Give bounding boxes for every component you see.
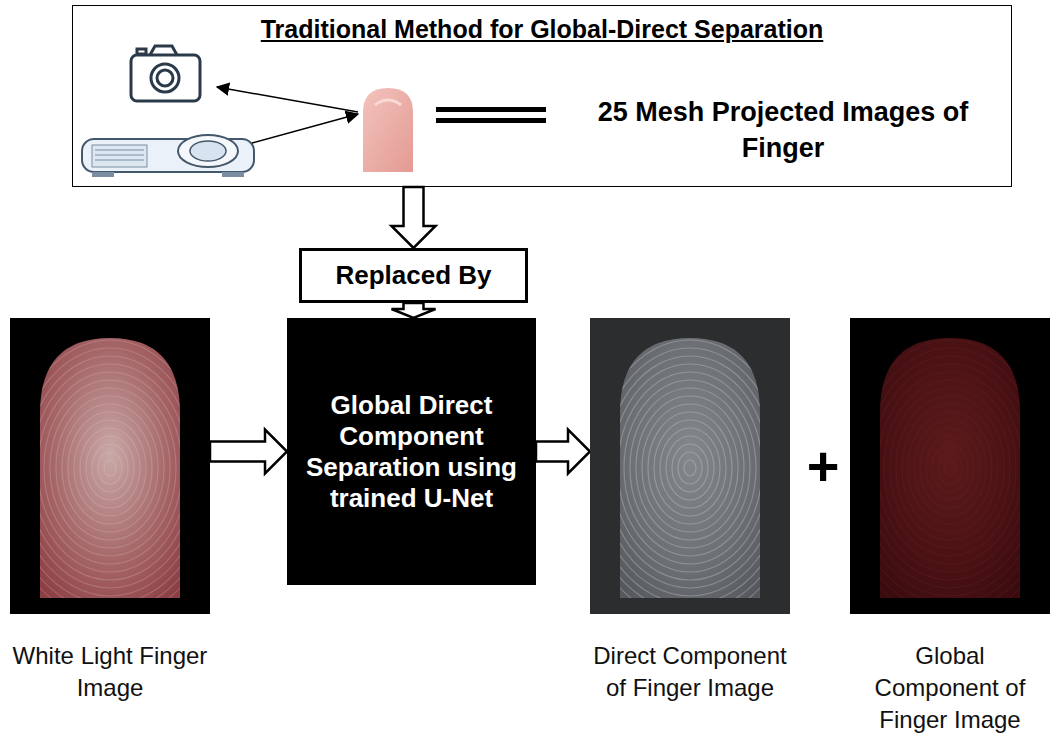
finger-illustration bbox=[363, 88, 413, 172]
camera-icon bbox=[131, 46, 200, 101]
light-ray bbox=[252, 114, 358, 143]
box-label: Replaced By bbox=[335, 260, 491, 291]
finger-image bbox=[10, 318, 210, 614]
panel-text: 25 Mesh Projected Images of Finger bbox=[563, 94, 1003, 166]
image-frame bbox=[850, 318, 1050, 614]
block-arrow bbox=[392, 187, 436, 248]
finger-image bbox=[590, 318, 790, 614]
image-panel: White Light Finger Image bbox=[10, 318, 210, 704]
process-box: Global Direct Component Separation using… bbox=[287, 318, 536, 585]
projector-icon bbox=[82, 135, 254, 177]
finger-image bbox=[850, 318, 1050, 614]
block-arrow bbox=[536, 430, 590, 474]
box-label: Global Direct Component Separation using… bbox=[303, 390, 520, 514]
equals-bar bbox=[436, 118, 546, 123]
equals-bar bbox=[436, 107, 546, 112]
image-frame bbox=[10, 318, 210, 614]
panel-title: Traditional Method for Global-Direct Sep… bbox=[73, 15, 1011, 44]
image-panel: Direct Component of Finger Image bbox=[590, 318, 790, 704]
image-caption: Global Component of Finger Image bbox=[850, 640, 1050, 736]
image-caption: Direct Component of Finger Image bbox=[590, 640, 790, 704]
image-caption: White Light Finger Image bbox=[10, 640, 210, 704]
method-panel: Traditional Method for Global-Direct Sep… bbox=[72, 5, 1012, 187]
process-box: Replaced By bbox=[299, 248, 528, 303]
image-panel: Global Component of Finger Image bbox=[850, 318, 1050, 736]
plus-sign: + bbox=[796, 436, 850, 496]
light-ray bbox=[217, 87, 358, 112]
block-arrow bbox=[392, 303, 436, 318]
image-frame bbox=[590, 318, 790, 614]
block-arrow bbox=[210, 430, 287, 474]
